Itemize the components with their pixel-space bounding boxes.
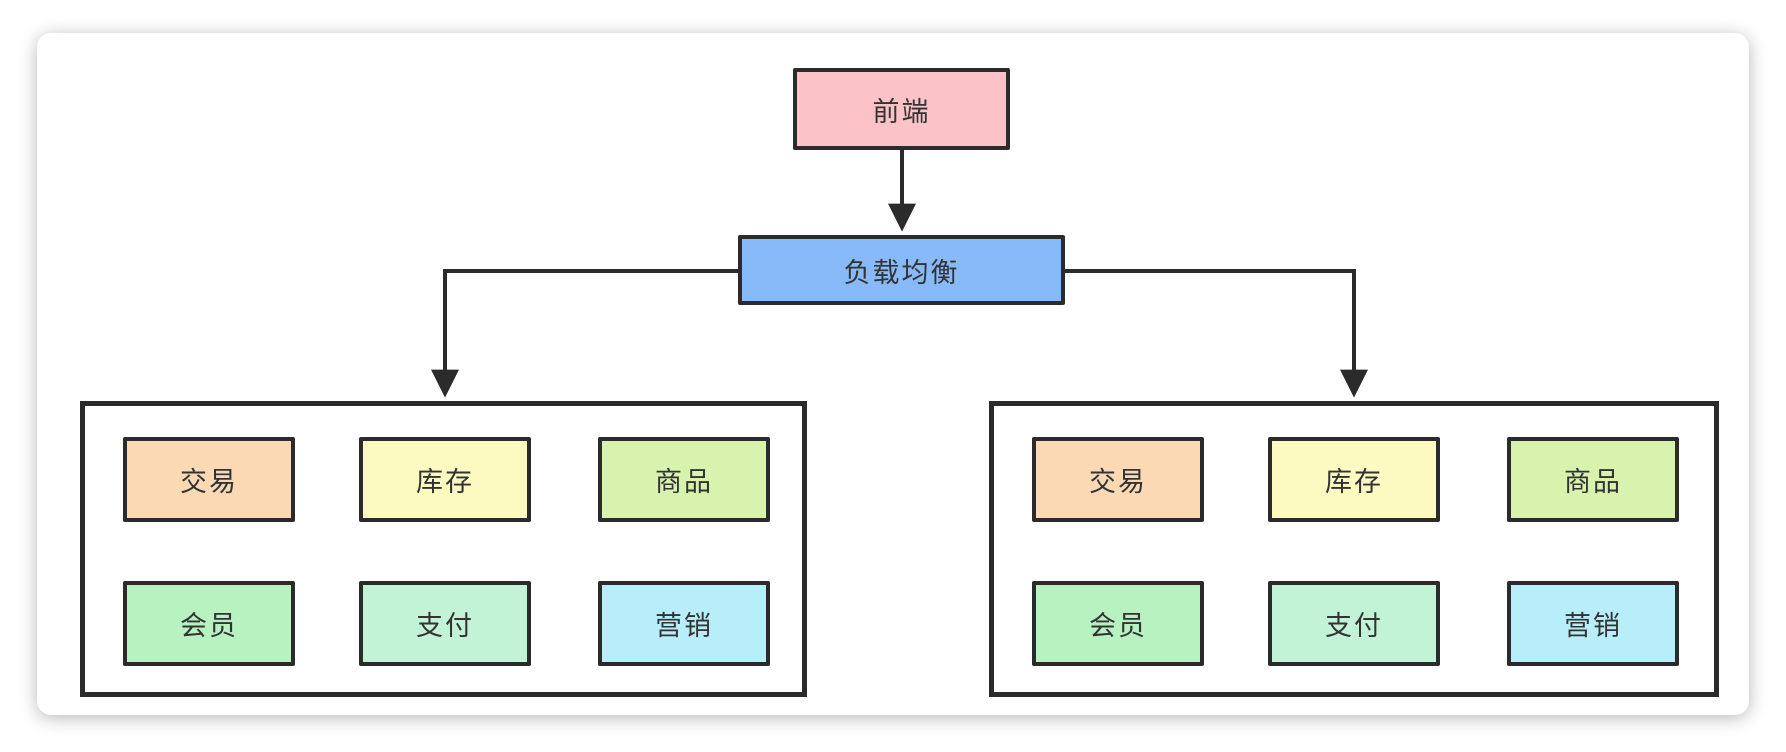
service-label: 营销 bbox=[655, 611, 713, 641]
service-label: 营销 bbox=[1564, 611, 1622, 641]
service-label: 库存 bbox=[416, 467, 474, 497]
service-box-member: 会员 bbox=[123, 581, 295, 666]
service-box-stock: 库存 bbox=[1268, 437, 1440, 522]
service-box-pay: 支付 bbox=[359, 581, 531, 666]
service-box-goods: 商品 bbox=[1507, 437, 1679, 522]
server-group-right: 交易 库存 商品 会员 支付 营销 bbox=[989, 401, 1719, 697]
service-box-member: 会员 bbox=[1032, 581, 1204, 666]
service-label: 交易 bbox=[180, 467, 238, 497]
service-box-pay: 支付 bbox=[1268, 581, 1440, 666]
node-frontend: 前端 bbox=[793, 68, 1010, 150]
service-label: 会员 bbox=[1089, 611, 1147, 641]
node-frontend-label: 前端 bbox=[872, 96, 931, 127]
service-box-trade: 交易 bbox=[123, 437, 295, 522]
node-load-balancer: 负载均衡 bbox=[738, 235, 1065, 305]
server-group-left: 交易 库存 商品 会员 支付 营销 bbox=[80, 401, 807, 697]
service-label: 商品 bbox=[655, 467, 713, 497]
service-label: 会员 bbox=[180, 611, 238, 641]
service-label: 支付 bbox=[416, 611, 474, 641]
service-label: 交易 bbox=[1089, 467, 1147, 497]
service-label: 商品 bbox=[1564, 467, 1622, 497]
node-load-balancer-label: 负载均衡 bbox=[843, 257, 960, 288]
service-box-stock: 库存 bbox=[359, 437, 531, 522]
service-box-trade: 交易 bbox=[1032, 437, 1204, 522]
service-label: 库存 bbox=[1325, 467, 1383, 497]
service-label: 支付 bbox=[1325, 611, 1383, 641]
service-box-marketing: 营销 bbox=[598, 581, 770, 666]
service-box-goods: 商品 bbox=[598, 437, 770, 522]
service-box-marketing: 营销 bbox=[1507, 581, 1679, 666]
